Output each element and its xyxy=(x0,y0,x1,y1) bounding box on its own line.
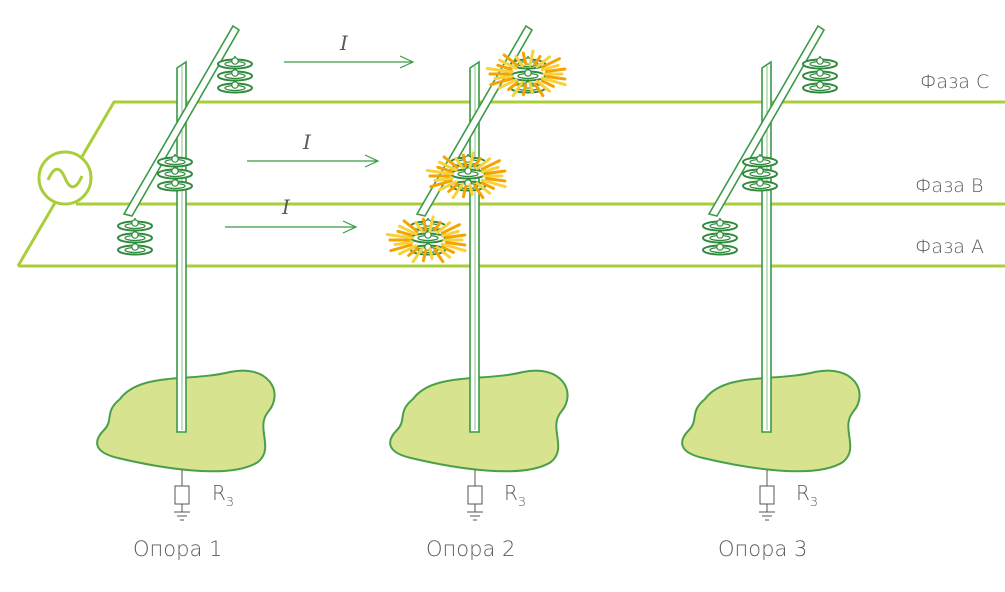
tower-1-resistor-icon xyxy=(174,470,190,512)
tower-3-insulator-c xyxy=(802,56,838,94)
tower-2-flashover-c xyxy=(485,49,567,98)
tower-2-insulator-c xyxy=(510,56,546,94)
tower-1-crossarm xyxy=(122,24,241,217)
tower-3-resistor-icon xyxy=(759,470,775,512)
current-label-c: I xyxy=(339,31,349,55)
tower-2-flashover-b xyxy=(425,151,507,200)
tower-1-ground-icon xyxy=(174,511,190,521)
ac-source-icon xyxy=(37,150,93,206)
phase-c-label: Фаза C xyxy=(920,71,989,93)
tower-3-resistance: RЗ xyxy=(796,481,818,509)
current-arrow-a: I xyxy=(225,195,358,234)
tower-3-insulator-b xyxy=(742,154,778,192)
tower-labels: Опора 1 Опора 2 Опора 3 xyxy=(133,537,807,561)
tower-2-resistor-icon xyxy=(467,470,483,512)
tower-1-insulator-c xyxy=(217,56,253,94)
resistance-labels: RЗ RЗ RЗ xyxy=(212,481,818,509)
tower-2-ground-icon xyxy=(467,511,483,521)
current-label-b: I xyxy=(302,130,312,154)
phase-c-wire xyxy=(16,100,1005,267)
current-arrow-c: I xyxy=(284,31,415,69)
tower-1-resistance: RЗ xyxy=(212,481,234,509)
phase-a-label: Фаза A xyxy=(915,236,984,258)
tower-3-ground-icon xyxy=(759,511,775,521)
tower-2-flashover-a xyxy=(385,215,467,264)
tower-3-insulator-a xyxy=(702,218,738,256)
tower-1 xyxy=(117,24,253,521)
towers-layer xyxy=(117,24,838,521)
tower-2-resistance: RЗ xyxy=(504,481,526,509)
tower-1-label: Опора 1 xyxy=(133,537,222,561)
tower-3 xyxy=(702,24,838,521)
tower-1-insulator-a xyxy=(117,218,153,256)
tower-1-insulator-b xyxy=(157,154,193,192)
current-arrows: I I I xyxy=(225,31,415,234)
tower-2 xyxy=(385,24,567,521)
phase-b-label: Фаза B xyxy=(915,175,983,197)
current-arrow-b: I xyxy=(247,130,380,168)
tower-3-crossarm xyxy=(707,24,826,217)
current-label-a: I xyxy=(281,195,291,219)
tower-1-pole xyxy=(176,60,187,433)
tower-3-pole xyxy=(761,60,772,433)
tower-2-label: Опора 2 xyxy=(426,537,515,561)
tower-3-label: Опора 3 xyxy=(718,537,807,561)
phase-labels: Фаза C Фаза B Фаза A xyxy=(915,71,989,258)
